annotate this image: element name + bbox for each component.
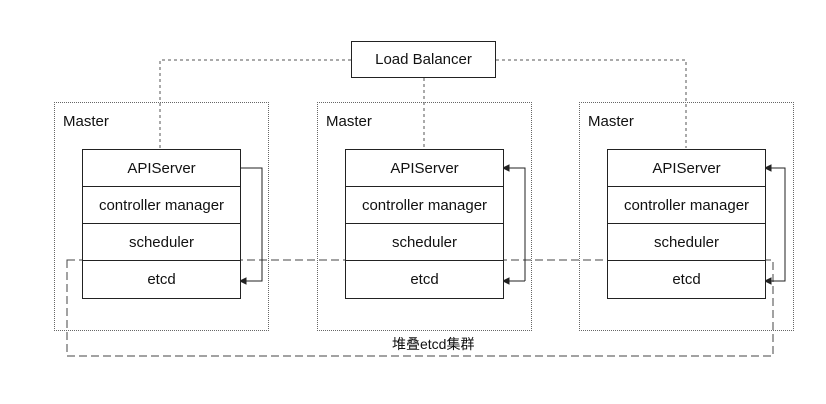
apiserver-box: APIServer bbox=[346, 150, 503, 187]
apiserver-box: APIServer bbox=[83, 150, 240, 187]
scheduler-box: scheduler bbox=[346, 224, 503, 261]
master-label: Master bbox=[326, 113, 372, 130]
controller-manager-box: controller manager bbox=[346, 187, 503, 224]
master-node-3: Master APIServer controller manager sche… bbox=[579, 102, 794, 331]
component-stack: APIServer controller manager scheduler e… bbox=[82, 149, 241, 299]
controller-manager-box: controller manager bbox=[83, 187, 240, 224]
etcd-box: etcd bbox=[410, 271, 439, 288]
load-balancer-label: Load Balancer bbox=[375, 51, 472, 68]
component-stack: APIServer controller manager scheduler e… bbox=[345, 149, 504, 299]
master-label: Master bbox=[588, 113, 634, 130]
etcd-box: etcd bbox=[672, 271, 701, 288]
master-label: Master bbox=[63, 113, 109, 130]
component-stack: APIServer controller manager scheduler e… bbox=[607, 149, 766, 299]
apiserver-box: APIServer bbox=[608, 150, 765, 187]
scheduler-box: scheduler bbox=[83, 224, 240, 261]
controller-manager-box: controller manager bbox=[608, 187, 765, 224]
master-node-1: Master APIServer controller manager sche… bbox=[54, 102, 269, 331]
master-node-2: Master APIServer controller manager sche… bbox=[317, 102, 532, 331]
load-balancer: Load Balancer bbox=[351, 41, 496, 78]
etcd-box: etcd bbox=[147, 271, 176, 288]
scheduler-box: scheduler bbox=[608, 224, 765, 261]
etcd-cluster-label: 堆叠etcd集群 bbox=[392, 336, 475, 352]
